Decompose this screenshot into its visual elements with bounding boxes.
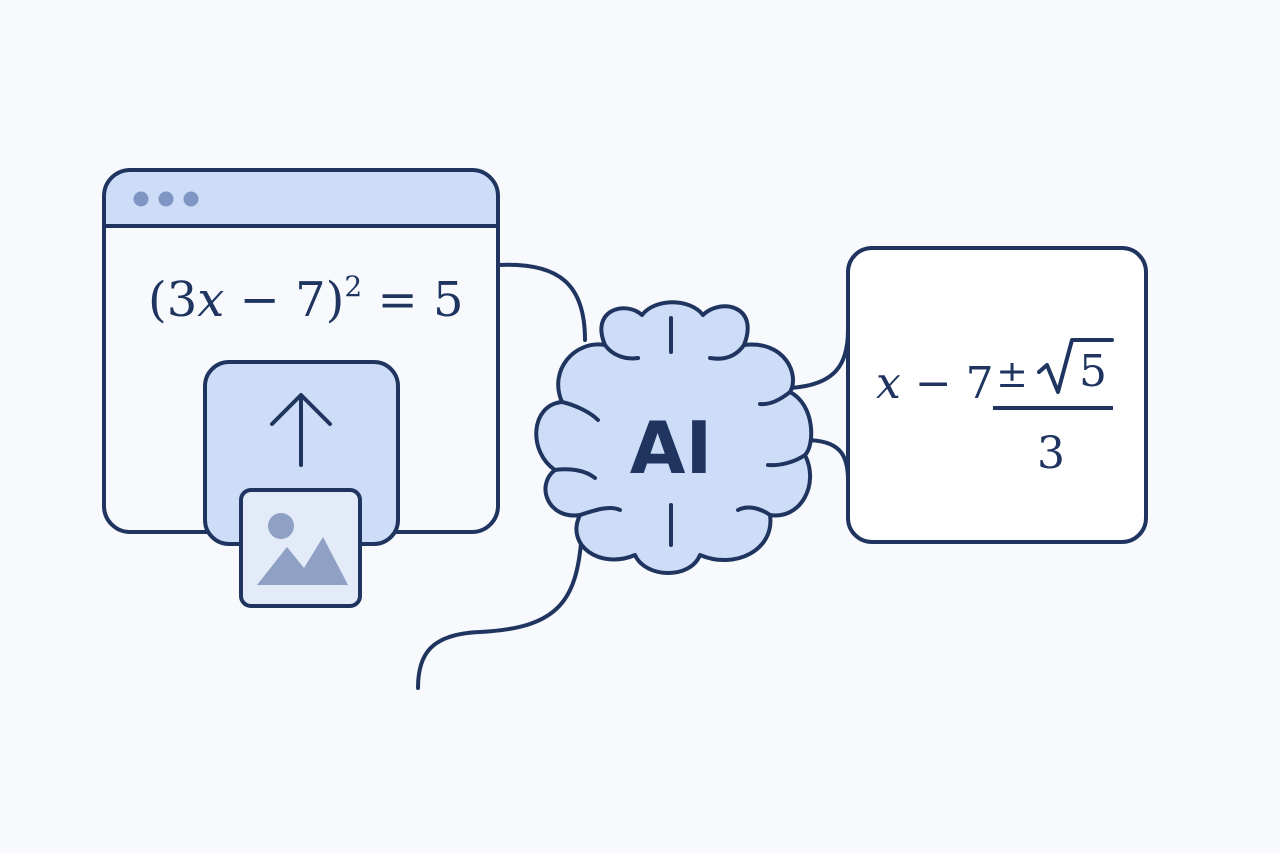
window-dot-1 — [133, 191, 149, 207]
eq-var: x — [197, 272, 224, 328]
upload-arrow-icon — [270, 393, 332, 467]
eq-exponent: 2 — [344, 270, 362, 303]
window-dot-2 — [158, 191, 174, 207]
ai-label: AI — [630, 406, 713, 490]
image-thumbnail-icon — [239, 488, 362, 608]
eq-minus-term: − 7 — [224, 272, 325, 328]
result-frame — [846, 246, 1148, 544]
eq-rhs: = 5 — [362, 272, 463, 328]
result-box: x − 7 ± 5 3 — [846, 246, 1148, 544]
input-equation: (3x − 7)2 = 5 — [148, 270, 463, 328]
connector-window-to-ai — [496, 262, 587, 342]
connector-ai-tail — [416, 528, 584, 690]
input-window: (3x − 7)2 = 5 — [102, 168, 500, 534]
ai-node: AI — [534, 300, 814, 575]
eq-coef: 3 — [167, 272, 198, 328]
window-dot-3 — [183, 191, 199, 207]
eq-open-paren: ( — [148, 272, 167, 328]
result-lhs-rest: − 7 — [901, 358, 994, 409]
window-title-bar — [104, 170, 498, 224]
brain-folds — [553, 316, 807, 547]
eq-close-paren: ) — [326, 272, 345, 328]
brain-icon — [534, 300, 814, 575]
result-denominator: 3 — [1037, 428, 1065, 479]
connector-ai-to-result-top — [788, 328, 850, 390]
result-plus-minus: ± — [996, 352, 1028, 396]
result-lhs: x − 7 — [876, 358, 994, 409]
result-radicand: 5 — [1079, 346, 1107, 397]
result-var: x — [876, 358, 901, 409]
radical-sign — [1037, 338, 1114, 394]
